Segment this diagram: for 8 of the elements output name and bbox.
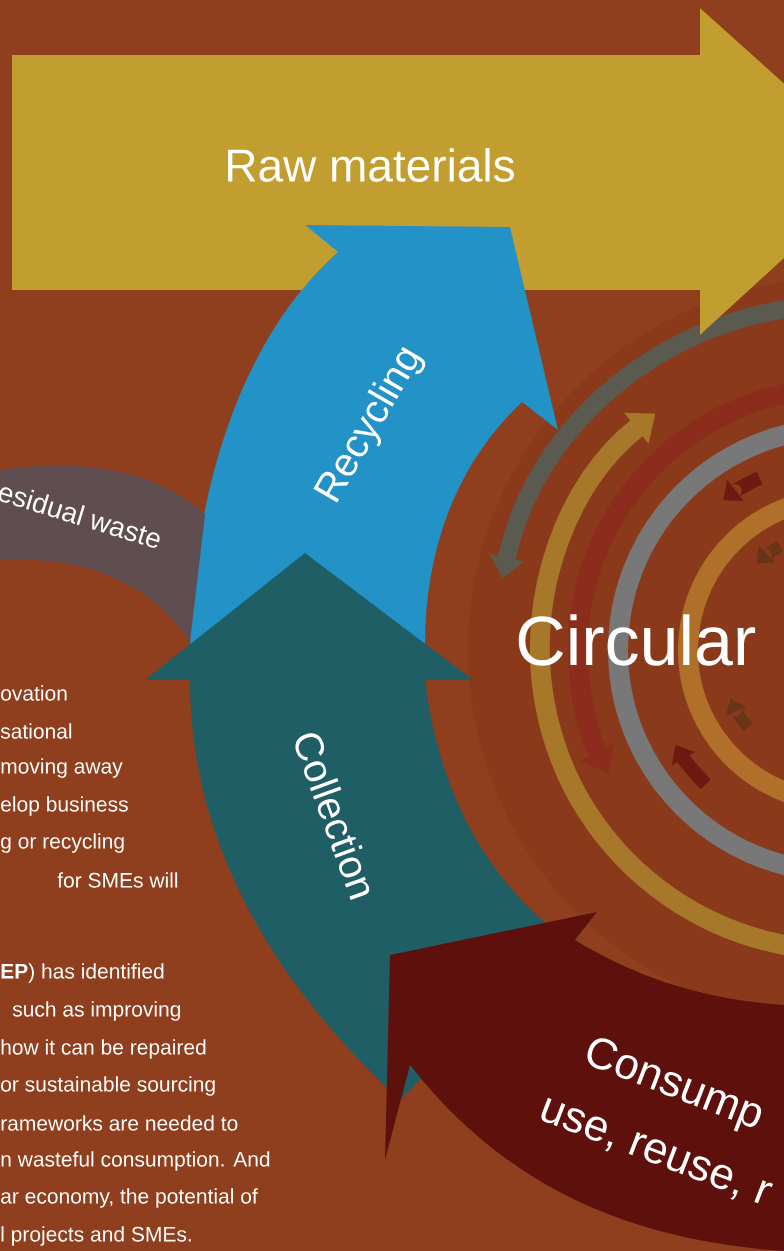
body-text: moving away <box>1 758 123 778</box>
body-text: l projects and SMEs. <box>1 1226 191 1246</box>
body-text: n wasteful consumption. And <box>1 1151 270 1171</box>
body-text: rameworks are needed to <box>1 1115 238 1131</box>
body-text: ovation <box>1 685 67 701</box>
body-text: ar economy, the potential of <box>1 1188 258 1208</box>
body-text: g or recycling <box>1 833 124 853</box>
body-text: sational <box>0 723 72 739</box>
